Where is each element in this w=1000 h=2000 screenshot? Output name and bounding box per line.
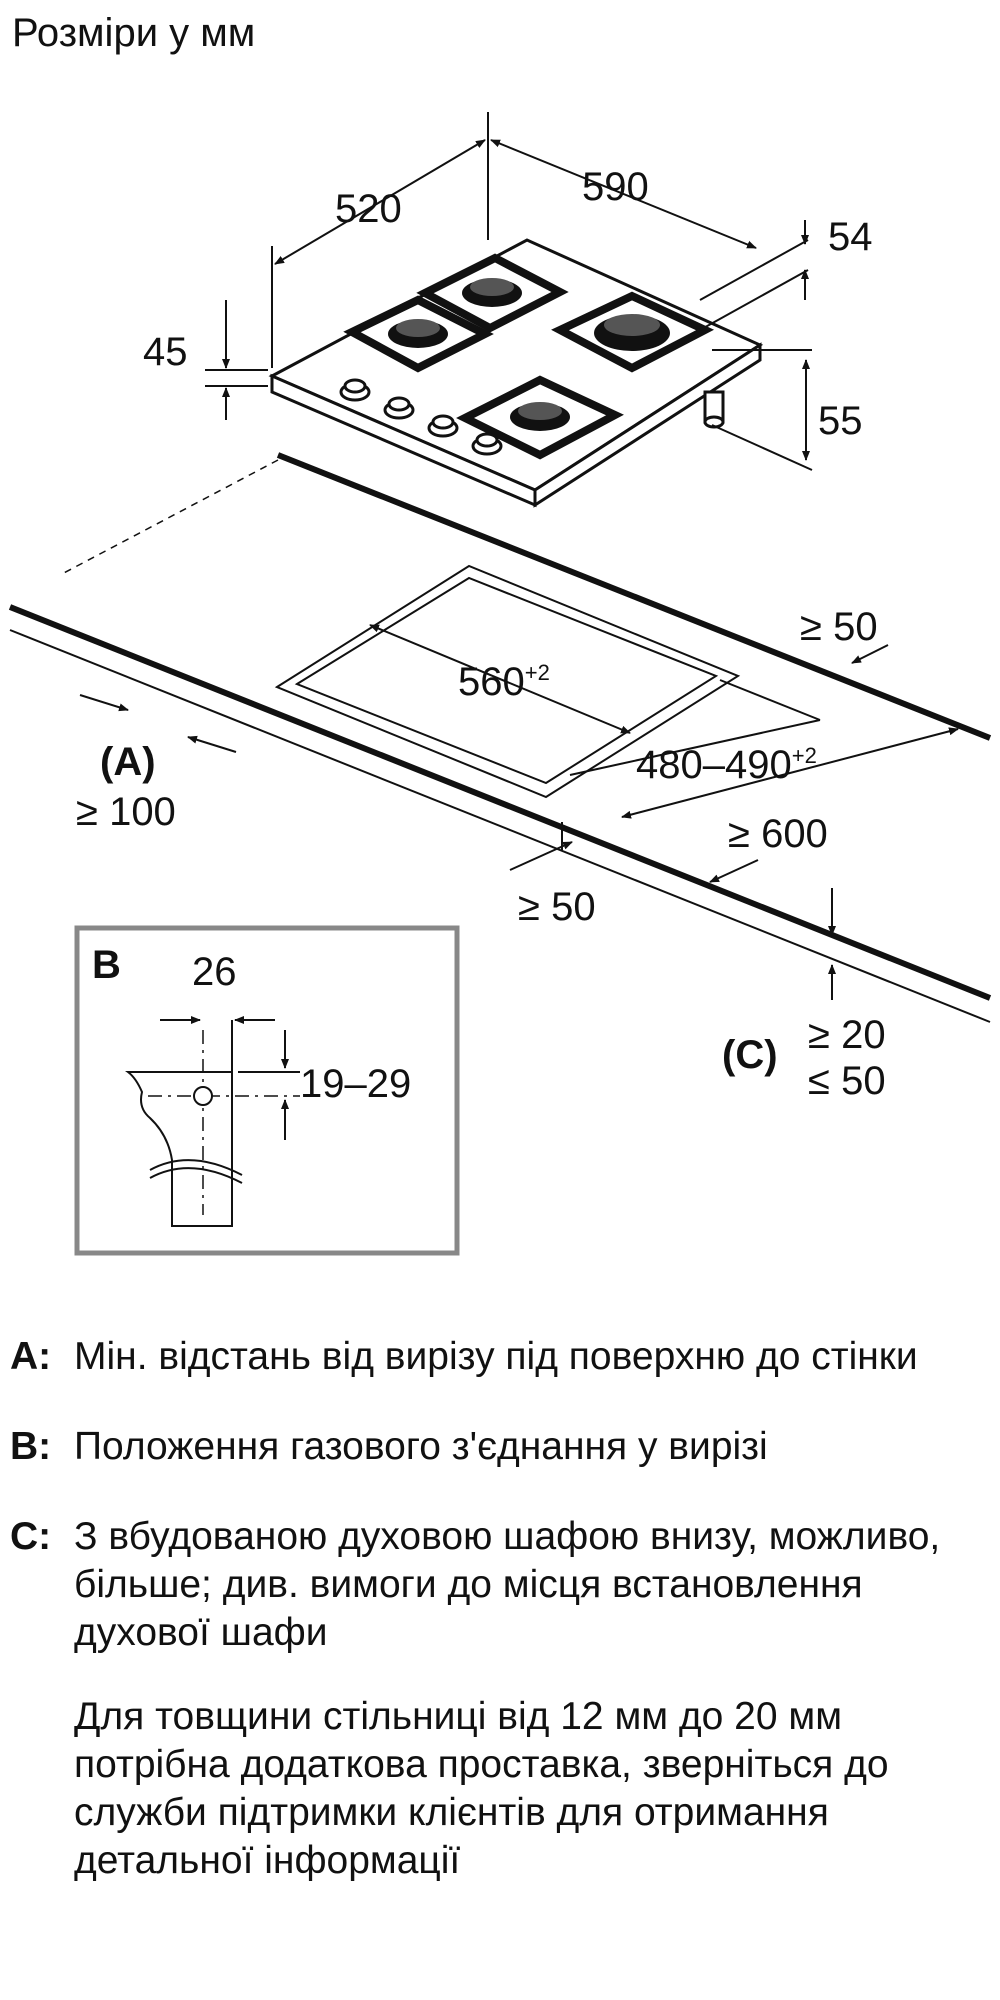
legend-item-a: A: Мін. відстань від вирізу під поверхню… <box>10 1333 980 1381</box>
installation-diagram: Розміри у мм <box>8 11 992 1256</box>
min-wall-cabinet-label: ≥ 600 <box>728 812 828 856</box>
min-side-right-label: ≥ 50 <box>800 605 878 649</box>
hob-depth-label: 590 <box>582 165 649 209</box>
page-title: Розміри у мм <box>12 11 255 55</box>
marker-a-value: ≥ 100 <box>76 790 176 834</box>
hob-width-label: 520 <box>335 187 402 231</box>
legend-text: Положення газового з'єднання у вирізі <box>74 1425 768 1468</box>
legend: A: Мін. відстань від вирізу під поверхню… <box>10 1333 980 1885</box>
marker-a-label: (A) <box>100 740 156 784</box>
min-front-label: ≥ 50 <box>518 885 596 929</box>
hob-thickness-label: 45 <box>143 330 188 374</box>
legend-item-b: B: Положення газового з'єднання у вирізі <box>10 1423 980 1471</box>
gas-connection-icon <box>193 1086 213 1106</box>
marker-c-min: ≥ 20 <box>808 1013 886 1057</box>
inset-b-height-label: 19–29 <box>300 1062 411 1106</box>
legend-key: C: <box>10 1515 52 1558</box>
burner-icon <box>388 278 670 431</box>
hob-height-label: 55 <box>818 399 863 443</box>
control-knob-icon <box>339 378 503 456</box>
hob-dimension-lines <box>205 112 813 471</box>
legend-key: B: <box>10 1425 52 1468</box>
cutout-dimension-lines <box>79 624 959 1000</box>
inset-b-width-label: 26 <box>192 950 237 994</box>
hob-illustration <box>268 238 764 508</box>
legend-note: Для товщини стільниці від 12 мм до 20 мм… <box>74 1695 889 1882</box>
marker-c-max: ≤ 50 <box>808 1059 886 1103</box>
hob-edge-label: 54 <box>828 215 873 259</box>
legend-key: A: <box>10 1335 52 1378</box>
cutout-width-label: 560+2 <box>458 660 550 704</box>
legend-item-c: C: З вбудованою духовою шафою внизу, мож… <box>10 1513 980 1657</box>
inset-b-label: B <box>92 943 121 987</box>
legend-text: Мін. відстань від вирізу під поверхню до… <box>74 1335 918 1378</box>
inset-b: B 26 19–29 <box>74 925 460 1256</box>
legend-text: З вбудованою духовою шафою внизу, можлив… <box>74 1515 941 1654</box>
cutout-depth-label: 480–490+2 <box>636 743 817 787</box>
marker-c-label: (C) <box>722 1033 778 1077</box>
